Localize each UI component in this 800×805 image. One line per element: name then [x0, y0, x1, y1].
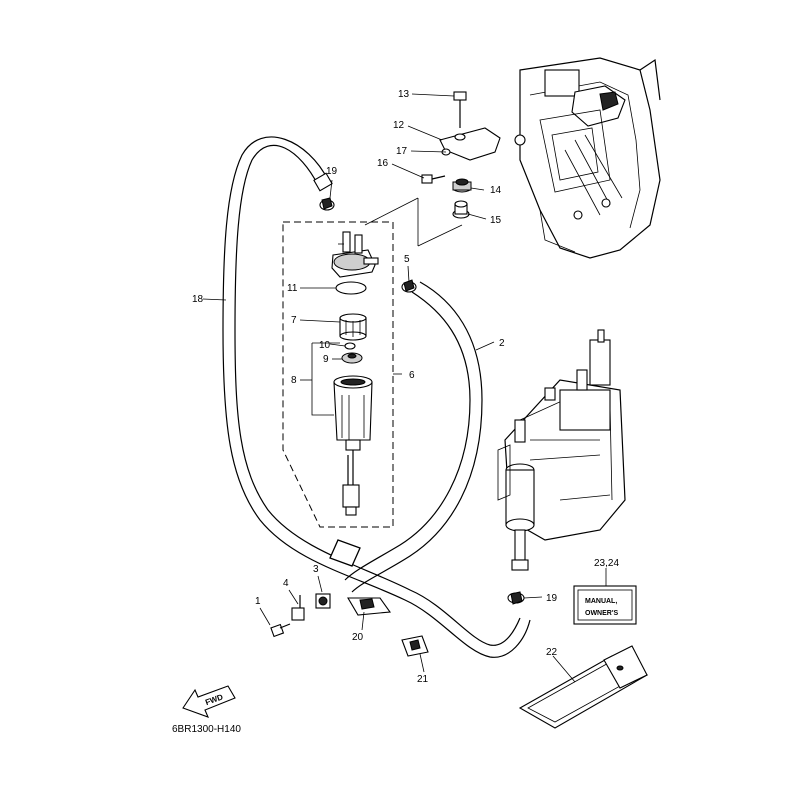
- hose-18: [222, 136, 531, 658]
- collar-15: [452, 200, 470, 219]
- clip-19-upper: [319, 197, 335, 211]
- label-14: 14: [490, 185, 502, 196]
- bolt-16: [421, 174, 446, 184]
- union-4: [291, 595, 305, 621]
- label-7: 7: [291, 315, 297, 326]
- o-ring-11: [335, 281, 367, 295]
- fitting-3: [315, 593, 331, 609]
- fuel-pump-assembly: [497, 329, 626, 571]
- leader-lines: [202, 93, 607, 683]
- bolt-13: [453, 91, 467, 101]
- label-16: 16: [377, 158, 389, 169]
- clamp-21: [401, 635, 429, 657]
- filter-head: [331, 231, 379, 278]
- bracket-12: [439, 127, 501, 161]
- label-20: 20: [352, 632, 364, 643]
- label-6: 6: [409, 370, 415, 381]
- label-12: 12: [393, 120, 405, 131]
- hose-2: [344, 281, 483, 593]
- part-labels: 13 12 17 16 14 15 19 5 11 7 10 9 8 6 18 …: [192, 89, 619, 685]
- manual-card-line2: OWNER'S: [585, 610, 618, 617]
- bracket-assembly: [364, 91, 501, 247]
- filter-element-7: [339, 313, 367, 341]
- filter-assembly-box: [282, 221, 394, 528]
- ring-10: [344, 342, 356, 350]
- label-22: 22: [546, 647, 558, 658]
- float-9: [341, 352, 363, 364]
- engine-block: [514, 57, 661, 259]
- label-1: 1: [255, 596, 261, 607]
- manual-card-line1: MANUAL,: [585, 598, 617, 605]
- clamp-20: [347, 597, 392, 616]
- clip-19-lower: [507, 591, 525, 605]
- diagram-code: 6BR1300-H140: [172, 724, 241, 735]
- bolt-1: [270, 623, 291, 638]
- label-17: 17: [396, 146, 408, 157]
- label-4: 4: [283, 578, 289, 589]
- label-5: 5: [404, 254, 410, 265]
- label-8: 8: [291, 375, 297, 386]
- label-19-lower: 19: [546, 593, 558, 604]
- label-13: 13: [398, 89, 410, 100]
- fwd-arrow-icon: [182, 685, 236, 718]
- label-18: 18: [192, 294, 204, 305]
- label-11: 11: [287, 283, 298, 294]
- owners-manual-card: [573, 585, 637, 625]
- label-10: 10: [319, 340, 331, 351]
- label-15: 15: [490, 215, 502, 226]
- filter-cup-8: [333, 375, 373, 516]
- label-21: 21: [417, 674, 429, 685]
- label-23-24: 23,24: [594, 558, 619, 569]
- label-2: 2: [499, 338, 505, 349]
- label-19-upper: 19: [326, 166, 338, 177]
- grommet-14: [452, 178, 472, 193]
- hose-joint: [329, 539, 361, 567]
- label-3: 3: [313, 564, 319, 575]
- label-9: 9: [323, 354, 329, 365]
- tool-bag-22: [518, 645, 649, 729]
- clip-5: [401, 279, 417, 293]
